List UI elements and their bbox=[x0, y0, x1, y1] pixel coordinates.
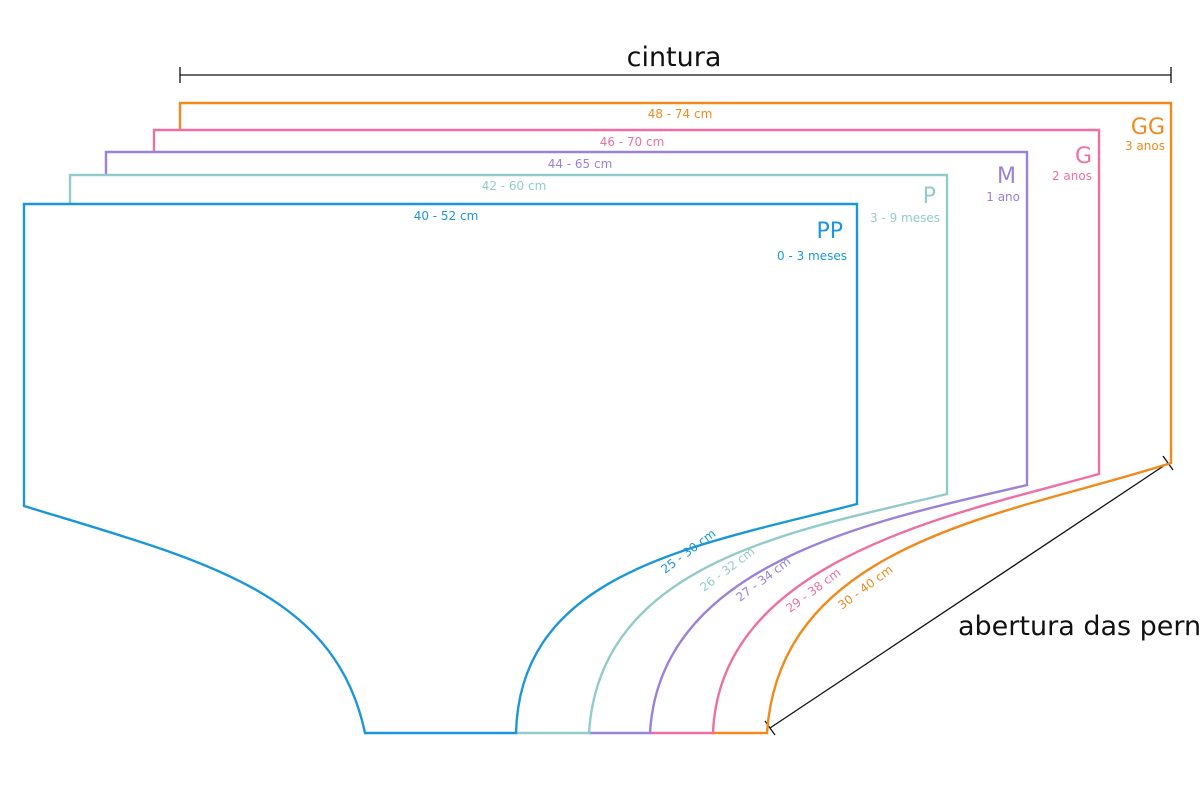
size-m-waist-label: 44 - 65 cm bbox=[548, 157, 613, 171]
size-p-label: P bbox=[923, 184, 936, 209]
size-p-waist-label: 42 - 60 cm bbox=[482, 179, 547, 193]
waist-title: cintura bbox=[627, 42, 722, 73]
size-gg-waist-label: 48 - 74 cm bbox=[648, 107, 713, 121]
size-g-age: 2 anos bbox=[1052, 169, 1092, 183]
size-pp-path bbox=[22, 202, 859, 735]
leg-opening-title: abertura das pernas bbox=[958, 611, 1200, 642]
size-p-age: 3 - 9 meses bbox=[870, 211, 940, 225]
size-pp-leg-label: 25 - 30 cm bbox=[658, 526, 718, 576]
size-pp-outline: 40 - 52 cm PP 0 - 3 meses 25 - 30 cm bbox=[22, 202, 859, 735]
size-pp-age: 0 - 3 meses bbox=[777, 249, 847, 263]
size-gg-path bbox=[178, 101, 1173, 735]
size-gg-age: 3 anos bbox=[1125, 139, 1165, 153]
leg-opening-dimension-line bbox=[769, 462, 1169, 729]
size-m-outline: 44 - 65 cm M 1 ano 27 - 34 cm bbox=[104, 150, 1029, 735]
size-pp-waist-label: 40 - 52 cm bbox=[414, 209, 479, 223]
size-m-label: M bbox=[997, 164, 1016, 189]
size-g-outline: 46 - 70 cm G 2 anos 29 - 38 cm bbox=[152, 128, 1101, 735]
waist-dimension: cintura bbox=[179, 42, 1172, 83]
size-g-path bbox=[152, 128, 1101, 735]
size-m-age: 1 ano bbox=[986, 190, 1020, 204]
size-g-waist-label: 46 - 70 cm bbox=[600, 135, 665, 149]
size-gg-label: GG bbox=[1131, 115, 1165, 140]
leg-opening-dimension: abertura das pernas bbox=[764, 455, 1200, 736]
size-g-label: G bbox=[1075, 144, 1092, 169]
size-m-path bbox=[104, 150, 1029, 735]
size-pp-label: PP bbox=[816, 219, 843, 244]
size-p-path bbox=[68, 173, 949, 735]
